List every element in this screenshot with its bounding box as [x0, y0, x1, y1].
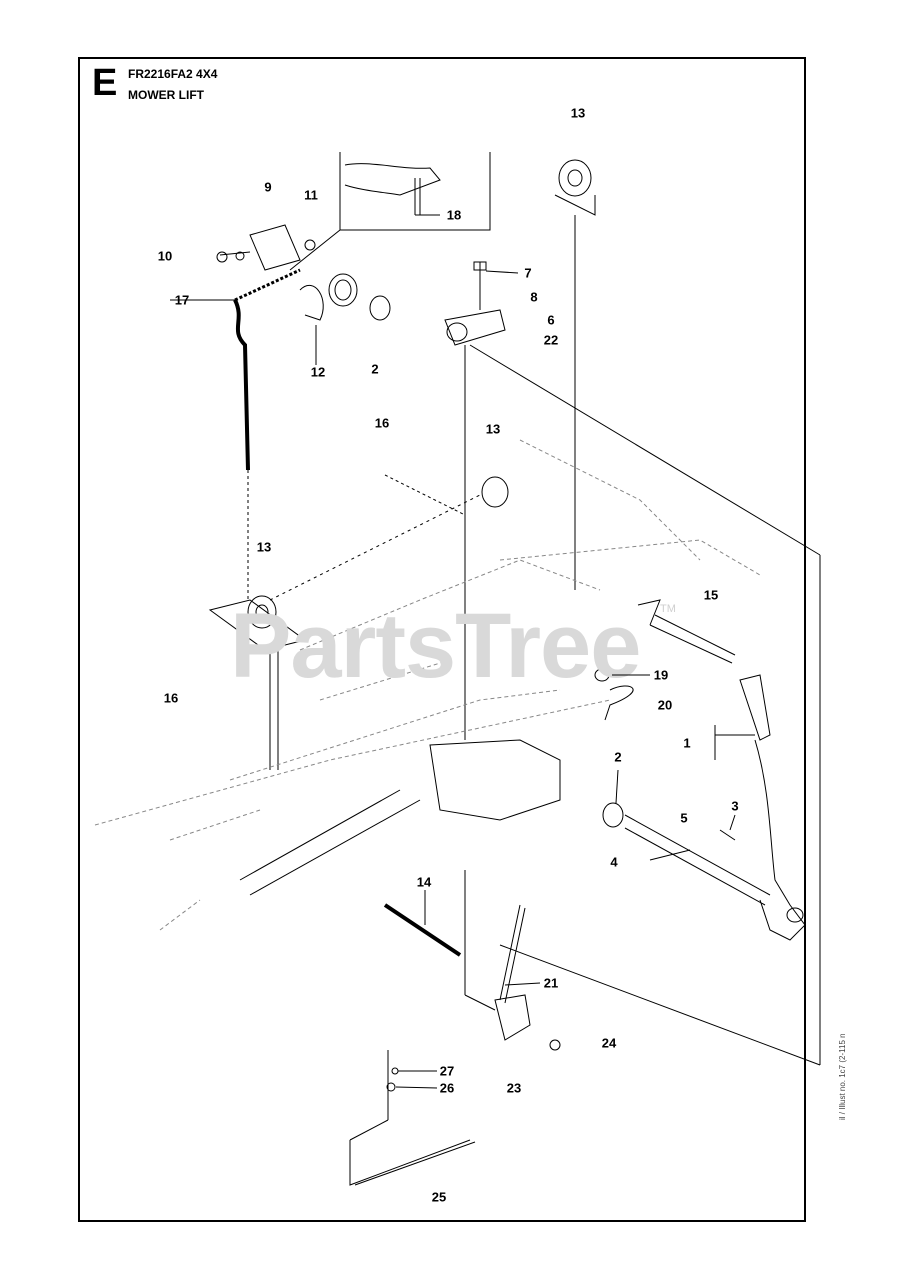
pin-14	[385, 905, 460, 955]
inset-detail	[345, 164, 440, 195]
pulley-13-mid	[482, 477, 508, 507]
callout-14: 14	[416, 874, 432, 890]
callout-23: 23	[506, 1080, 522, 1096]
callout-3: 3	[731, 798, 739, 814]
bracket-23	[495, 995, 530, 1040]
callout-2: 2	[371, 361, 379, 377]
lever-1	[740, 675, 770, 740]
watermark: PartsTree	[230, 595, 641, 697]
callout-7: 7	[524, 265, 532, 281]
spring	[329, 274, 357, 306]
callout-24: 24	[601, 1035, 617, 1051]
cable-17	[235, 300, 248, 470]
shaft-15-a	[655, 615, 735, 655]
callout-5: 5	[680, 810, 688, 826]
nut-24	[550, 1040, 560, 1050]
callout-13: 13	[256, 539, 272, 555]
callout-6: 6	[547, 312, 555, 328]
page-title: MOWER LIFT	[128, 88, 204, 102]
callout-9: 9	[264, 179, 272, 195]
callout-16: 16	[374, 415, 390, 431]
callout-13: 13	[485, 421, 501, 437]
watermark-trademark: TM	[660, 603, 676, 615]
callout-20: 20	[657, 697, 673, 713]
pulley-13-left	[248, 596, 276, 628]
center-block	[430, 740, 560, 820]
callout-15: 15	[703, 587, 719, 603]
illustration-code: il / Illust no. 1c7 (2-115 n	[838, 1033, 847, 1120]
callout-25: 25	[431, 1189, 447, 1205]
diagram-frame	[78, 57, 806, 1222]
callout-17: 17	[174, 292, 190, 308]
callout-13: 13	[570, 105, 586, 121]
shaft-5	[625, 815, 770, 895]
pulley-13-top	[559, 160, 591, 196]
callout-2: 2	[614, 749, 622, 765]
clip-12	[300, 285, 323, 320]
rod-25	[350, 1140, 470, 1185]
callout-4: 4	[610, 854, 618, 870]
callout-8: 8	[530, 289, 538, 305]
bracket-6	[445, 310, 505, 345]
callout-11: 11	[304, 187, 318, 203]
callout-10: 10	[157, 248, 173, 264]
inset-leader	[290, 230, 340, 270]
bushing-19	[595, 669, 609, 681]
callout-26: 26	[439, 1080, 455, 1096]
callout-27: 27	[439, 1063, 455, 1079]
cable-end	[235, 270, 300, 300]
callout-19: 19	[653, 667, 669, 683]
bushing-2-right	[603, 803, 623, 827]
callout-1: 1	[683, 735, 691, 751]
pin-20	[605, 686, 633, 720]
bracket-9	[250, 225, 300, 270]
callout-21: 21	[543, 975, 559, 991]
callout-12: 12	[310, 364, 326, 380]
inset-box	[340, 152, 490, 230]
link-21	[500, 905, 520, 1000]
callout-16: 16	[163, 690, 179, 706]
model-number: FR2216FA2 4X4	[128, 67, 218, 81]
callout-18: 18	[446, 207, 462, 223]
section-letter: E	[92, 62, 118, 104]
bushing-2-top	[370, 296, 390, 320]
callout-22: 22	[543, 332, 559, 348]
